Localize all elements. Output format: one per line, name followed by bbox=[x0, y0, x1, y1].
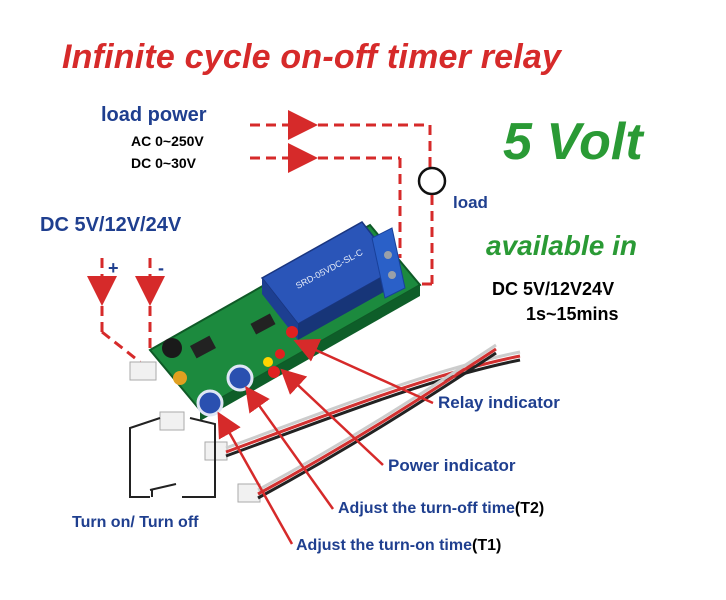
page-title: Infinite cycle on-off timer relay bbox=[62, 38, 562, 76]
potentiometer-t1 bbox=[196, 389, 224, 417]
wire-harness bbox=[225, 343, 521, 500]
potentiometer-t2 bbox=[226, 364, 254, 392]
plus-label: + bbox=[108, 258, 119, 278]
ic-chip bbox=[190, 335, 216, 359]
available-heading: available in bbox=[486, 230, 637, 261]
turn-on-tag: (T1) bbox=[471, 537, 502, 554]
turn-on-time-callout: Adjust the turn-on time(T1) bbox=[296, 537, 501, 555]
ac-range-label: AC 0~250V bbox=[131, 133, 204, 149]
voltage-highlight: 5 Volt bbox=[503, 113, 643, 171]
turn-off-tag: (T2) bbox=[514, 500, 545, 517]
turn-on-text: Adjust the turn-on time bbox=[296, 537, 472, 554]
relay-block bbox=[260, 221, 400, 340]
load-symbol bbox=[417, 166, 447, 196]
relay-led bbox=[275, 349, 285, 359]
turn-off-text: Adjust the turn-off time bbox=[338, 500, 515, 517]
load-label: load bbox=[453, 193, 488, 212]
power-indicator-leader bbox=[280, 368, 384, 466]
turn-off-leader bbox=[245, 385, 335, 510]
turn-off-time-callout: Adjust the turn-off time(T2) bbox=[338, 500, 544, 518]
time-range: 1s~15mins bbox=[526, 304, 619, 324]
dc-range-label: DC 0~30V bbox=[131, 155, 196, 171]
dc-input-heading: DC 5V/12V/24V bbox=[40, 214, 182, 236]
power-indicator-callout: Power indicator bbox=[388, 456, 516, 475]
relay-indicator-callout: Relay indicator bbox=[438, 393, 560, 412]
minus-label: - bbox=[158, 258, 164, 278]
switch-callout: Turn on/ Turn off bbox=[72, 514, 199, 531]
available-voltages: DC 5V/12V24V bbox=[492, 279, 615, 299]
relay-indicator-leader bbox=[293, 338, 434, 405]
load-power-heading: load power bbox=[101, 104, 207, 126]
capacitor bbox=[162, 338, 182, 358]
power-led bbox=[263, 357, 273, 367]
turn-on-leader bbox=[217, 411, 294, 545]
terminal-block bbox=[371, 227, 406, 299]
